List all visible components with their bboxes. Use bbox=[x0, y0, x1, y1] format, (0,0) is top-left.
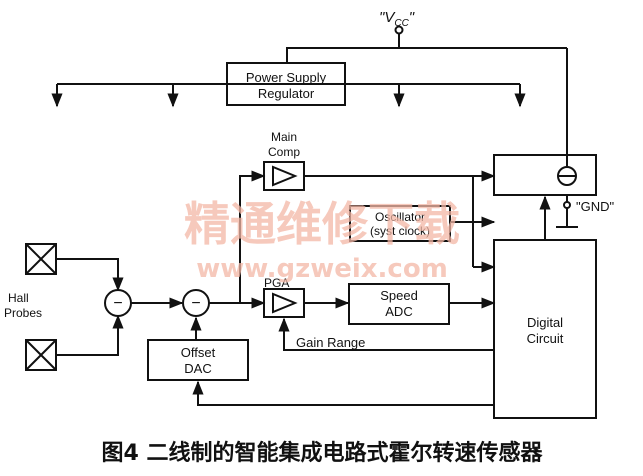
oscillator-label-1: Oscillator bbox=[375, 210, 425, 224]
hall-label-1: Hall bbox=[8, 291, 29, 305]
speed-adc-label-2: ADC bbox=[385, 304, 412, 319]
pga-triangle bbox=[272, 292, 298, 314]
offset-dac-label-1: Offset bbox=[181, 345, 216, 360]
watermark-chinese: 精通维修下载 bbox=[184, 197, 460, 251]
pga-box bbox=[263, 288, 305, 318]
subtractor-1-symbol: − bbox=[113, 295, 122, 312]
oscillator-label-2: (syst clock) bbox=[370, 224, 430, 238]
digital-circuit-label-2: Circuit bbox=[527, 331, 564, 346]
digital-circuit-label-1: Digital bbox=[527, 315, 563, 330]
main-comp-label-1: Main bbox=[271, 130, 297, 144]
gnd-label: "GND" bbox=[576, 199, 615, 214]
pga-label: PGA bbox=[264, 276, 289, 290]
main-comp-triangle bbox=[272, 165, 298, 187]
offset-dac-label-2: DAC bbox=[184, 361, 211, 376]
offset-dac-box bbox=[147, 339, 249, 381]
subtractor-2-symbol: − bbox=[191, 295, 200, 312]
gnd-terminal bbox=[563, 201, 571, 209]
vcc-terminal bbox=[394, 25, 404, 35]
power-supply-label-1: Power Supply bbox=[246, 70, 327, 85]
oscillator-box bbox=[349, 205, 451, 242]
speed-adc-label-1: Speed bbox=[380, 288, 418, 303]
hall-label-2: Probes bbox=[4, 306, 42, 320]
vcc-line bbox=[286, 34, 400, 63]
power-supply-label-2: Regulator bbox=[258, 86, 315, 101]
main-comp-box bbox=[263, 161, 305, 191]
main-comp-label-2: Comp bbox=[268, 145, 300, 159]
watermark-url: www.gzweix.com bbox=[196, 254, 448, 284]
figure-caption: 图4 二线制的智能集成电路式霍尔转速传感器 bbox=[102, 440, 544, 466]
vcc-label: "VCC" bbox=[379, 9, 415, 29]
current-source-block bbox=[493, 154, 597, 196]
gain-range-label: Gain Range bbox=[296, 335, 365, 350]
